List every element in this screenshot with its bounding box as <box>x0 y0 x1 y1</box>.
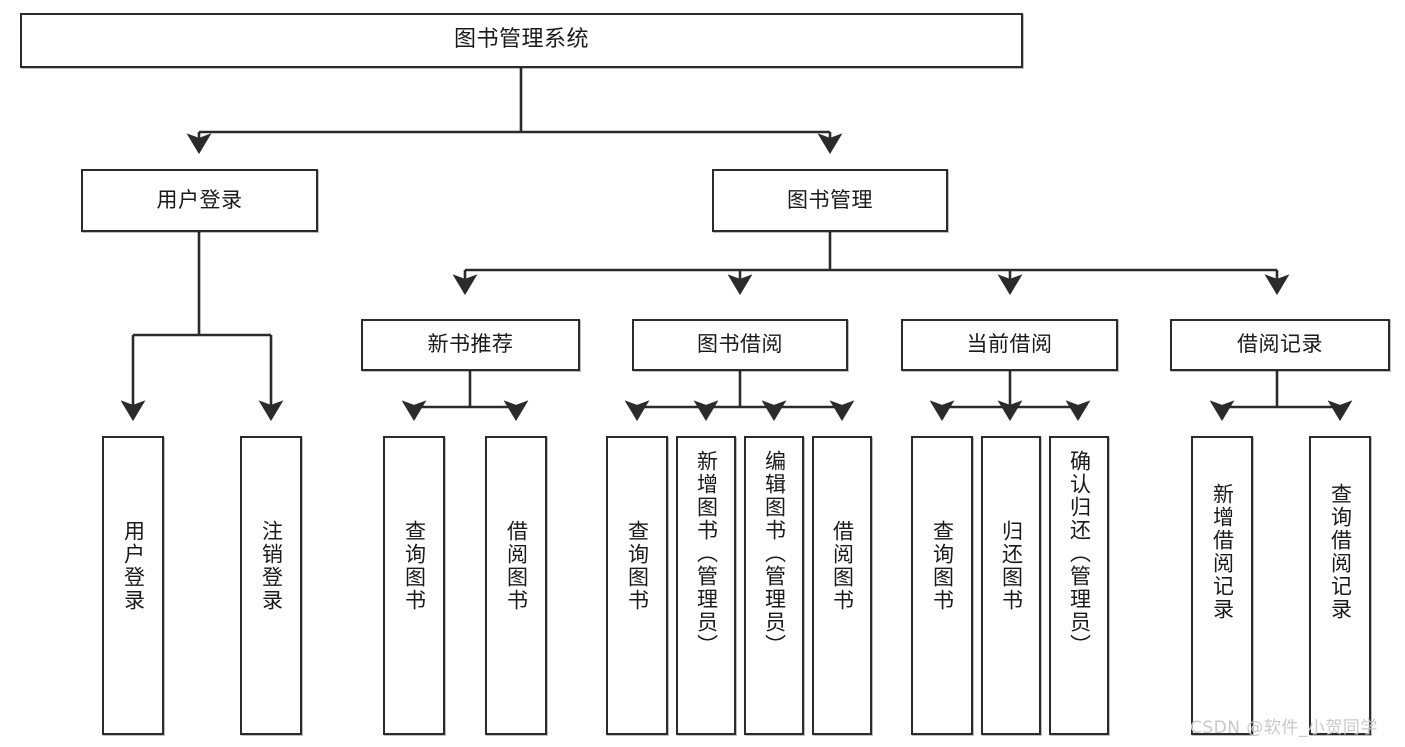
node-label: 图书借阅 <box>697 332 783 357</box>
node-label: 查询图书 <box>625 520 650 612</box>
leaf-confirm-return[interactable]: 确认归还（管理员） <box>1049 436 1109 735</box>
node-label: 借阅图书 <box>830 520 855 612</box>
leaf-borrow-book-2[interactable]: 借阅图书 <box>812 436 872 735</box>
node-label: 归还图书 <box>999 520 1024 612</box>
leaf-edit-book[interactable]: 编辑图书（管理员） <box>744 436 804 735</box>
node-label: 借阅记录 <box>1237 332 1323 357</box>
node-label: 用户登录 <box>156 187 243 212</box>
node-label: 查询图书 <box>402 520 427 612</box>
node-label: 当前借阅 <box>966 332 1053 357</box>
csdn-watermark: CSDN @软件_小贺同学 <box>1190 718 1378 738</box>
node-label: 查询图书 <box>930 520 955 612</box>
node-current-borrow[interactable]: 当前借阅 <box>901 319 1118 371</box>
leaf-add-borrow-record[interactable]: 新增借阅记录 <box>1191 436 1253 735</box>
leaf-return-book[interactable]: 归还图书 <box>981 436 1041 735</box>
leaf-logout-login[interactable]: 注销登录 <box>240 436 302 735</box>
node-label: 注销登录 <box>259 520 284 612</box>
leaf-query-book-1[interactable]: 查询图书 <box>383 436 445 735</box>
node-borrow-record[interactable]: 借阅记录 <box>1170 319 1390 371</box>
leaf-add-book[interactable]: 新增图书（管理员） <box>676 436 736 735</box>
node-label: 新增图书（管理员） <box>694 450 719 657</box>
node-label: 用户登录 <box>121 520 146 612</box>
leaf-query-book-3[interactable]: 查询图书 <box>911 436 973 735</box>
node-new-book-recommend[interactable]: 新书推荐 <box>361 319 580 371</box>
node-book-borrow[interactable]: 图书借阅 <box>632 319 848 371</box>
leaf-borrow-book-1[interactable]: 借阅图书 <box>485 436 547 735</box>
node-root-system[interactable]: 图书管理系统 <box>20 13 1023 68</box>
node-label: 图书管理系统 <box>453 27 589 53</box>
node-label: 借阅图书 <box>504 520 529 612</box>
node-label: 新书推荐 <box>427 332 514 357</box>
node-book-manage[interactable]: 图书管理 <box>712 169 948 232</box>
node-label: 新增借阅记录 <box>1210 483 1235 621</box>
leaf-query-borrow-record[interactable]: 查询借阅记录 <box>1309 436 1371 735</box>
node-label: 图书管理 <box>787 187 873 212</box>
leaf-query-book-2[interactable]: 查询图书 <box>606 436 668 735</box>
node-label: 编辑图书（管理员） <box>762 450 787 657</box>
node-user-login[interactable]: 用户登录 <box>81 169 318 232</box>
node-label: 确认归还（管理员） <box>1067 450 1092 657</box>
leaf-user-login[interactable]: 用户登录 <box>102 436 164 735</box>
node-label: 查询借阅记录 <box>1328 483 1353 621</box>
